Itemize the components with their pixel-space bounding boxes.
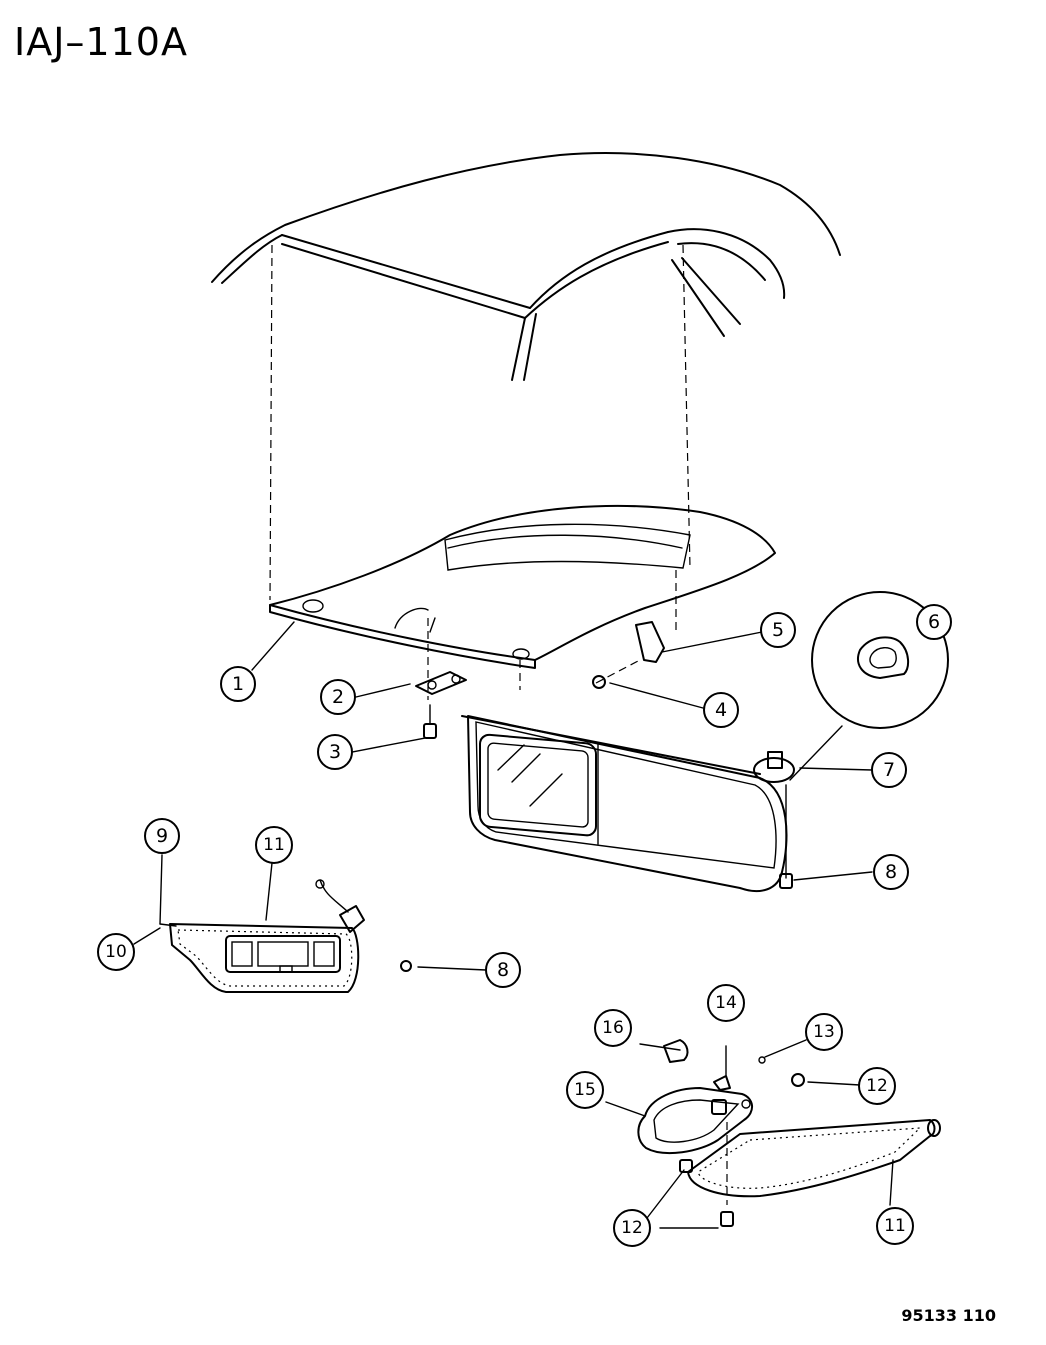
- callout-8-lower: 8: [485, 952, 521, 988]
- visor-clip-bracket: [415, 671, 467, 695]
- callout-13: 13: [805, 1013, 843, 1051]
- callout-9: 9: [144, 818, 180, 854]
- headliner-panel: [269, 504, 776, 669]
- diagram-title: IAJ–110A: [14, 20, 188, 64]
- callout-5: 5: [760, 612, 796, 648]
- leader-lines: [133, 570, 894, 1229]
- svg-text:13: 13: [813, 1022, 835, 1042]
- svg-text:1: 1: [232, 673, 244, 695]
- svg-text:4: 4: [715, 699, 727, 721]
- grommet-detail: [811, 591, 949, 729]
- svg-text:5: 5: [772, 619, 784, 641]
- visor-clip-5: [635, 621, 665, 663]
- svg-text:7: 7: [883, 759, 895, 781]
- svg-text:14: 14: [715, 993, 737, 1013]
- callout-12-right: 12: [858, 1067, 896, 1105]
- callout-2: 2: [320, 679, 356, 715]
- svg-text:12: 12: [866, 1076, 888, 1096]
- figure-number: 95133 110: [901, 1306, 996, 1325]
- svg-text:9: 9: [156, 825, 168, 847]
- svg-text:10: 10: [105, 942, 127, 962]
- callout-8-upper: 8: [873, 854, 909, 890]
- callout-7: 7: [871, 752, 907, 788]
- svg-text:11: 11: [263, 835, 285, 855]
- lighted-visor: [159, 879, 412, 993]
- callout-3: 3: [317, 734, 353, 770]
- callout-16: 16: [594, 1009, 632, 1047]
- sun-visor-main: [461, 715, 795, 892]
- callout-4: 4: [703, 692, 739, 728]
- svg-text:3: 3: [329, 741, 341, 763]
- svg-text:8: 8: [497, 959, 509, 981]
- callout-6: 6: [916, 604, 952, 640]
- callout-1: 1: [220, 666, 256, 702]
- visor-bracket-assembly: [637, 1039, 941, 1227]
- svg-text:6: 6: [928, 611, 940, 633]
- svg-text:11: 11: [884, 1216, 906, 1236]
- callout-15: 15: [566, 1071, 604, 1109]
- svg-text:2: 2: [332, 686, 344, 708]
- callout-12-left: 12: [613, 1209, 651, 1247]
- roof-outline: [211, 152, 841, 601]
- screw-4: [592, 675, 606, 689]
- callout-10: 10: [97, 933, 135, 971]
- callout-14: 14: [707, 984, 745, 1022]
- svg-text:8: 8: [885, 861, 897, 883]
- screw-3: [423, 704, 437, 739]
- callout-11-right: 11: [876, 1207, 914, 1245]
- callout-11-left: 11: [255, 826, 293, 864]
- svg-text:16: 16: [602, 1018, 624, 1038]
- svg-text:15: 15: [574, 1080, 596, 1100]
- svg-text:12: 12: [621, 1218, 643, 1238]
